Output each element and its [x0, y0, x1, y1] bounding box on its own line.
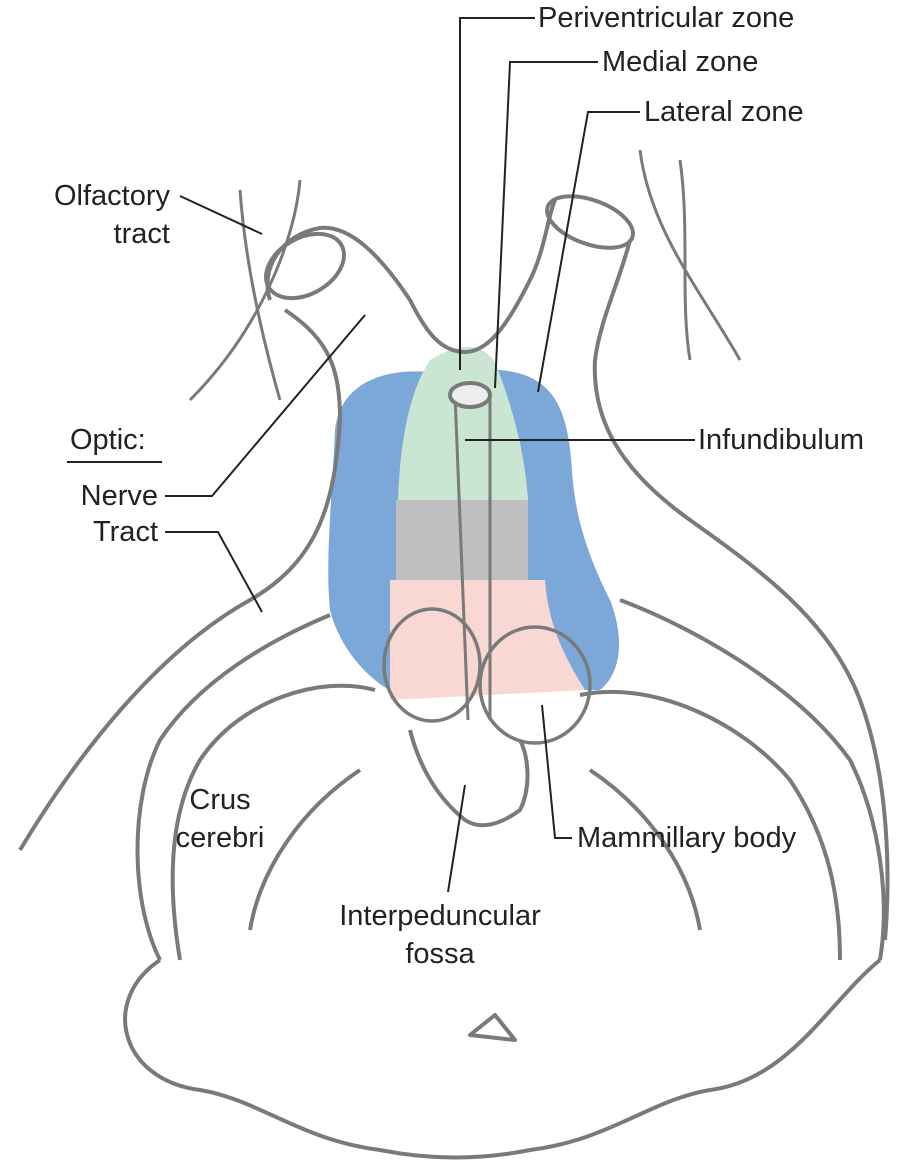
leader-lines [67, 17, 695, 893]
nerve-leader [165, 314, 366, 497]
mammillary-leader [541, 704, 572, 839]
lateral-zone-label: Lateral zone [644, 96, 804, 128]
nerve-label: Nerve [80, 480, 158, 512]
medial-zone-fill [398, 346, 528, 500]
optic-heading-label: Optic: [70, 424, 146, 456]
lateral-leader [537, 111, 640, 393]
crus-left-outline [135, 613, 331, 961]
medial-leader [494, 61, 598, 389]
tract-label: Tract [93, 516, 158, 548]
pons-outline [123, 958, 882, 1160]
fossa-leader [447, 784, 466, 893]
infundibulum-top [448, 381, 492, 409]
medial-zone-label: Medial zone [602, 46, 759, 78]
left-optic-tract-outline [18, 308, 342, 852]
outlines [18, 149, 890, 1160]
left-optic-nerve-outline [265, 199, 557, 354]
crus-left-inner [170, 683, 376, 961]
right-optic-tract-outline [592, 239, 890, 941]
infundibulum-label: Infundibulum [698, 424, 865, 456]
left-crus-groove [248, 768, 362, 931]
infundibulum-stalk [453, 394, 492, 721]
olfactory-tract-label-line2: tract [113, 218, 170, 250]
right-optic-nerve-cut [545, 194, 635, 250]
mammillary-body-label: Mammillary body [577, 822, 797, 854]
olfactory-tract-label-line1: Olfactory [53, 180, 170, 212]
crus-cerebri-label-line2: cerebri [175, 822, 265, 854]
crus-right-inner [579, 689, 842, 961]
right-crus-groove [588, 768, 702, 931]
right-mammillary-body [478, 625, 592, 745]
tract-leader [165, 531, 263, 613]
olfactory-tract-left [188, 179, 302, 402]
olfactory-tract-right [638, 149, 742, 361]
crus-right-outline [619, 598, 886, 961]
interpeduncular-fossa-outline [408, 729, 530, 828]
periventricular-leader [459, 17, 535, 370]
left-mammillary-body [382, 607, 482, 723]
crus-cerebri-label-line1: Crus [189, 784, 251, 816]
interpeduncular-fossa-label-line2: fossa [405, 938, 475, 970]
olfactory-leader [179, 195, 263, 235]
midline-notch [468, 1013, 517, 1042]
interpeduncular-fossa-label-line1: Interpeduncular [339, 900, 541, 932]
periventricular-zone-label: Periventricular zone [538, 2, 795, 34]
